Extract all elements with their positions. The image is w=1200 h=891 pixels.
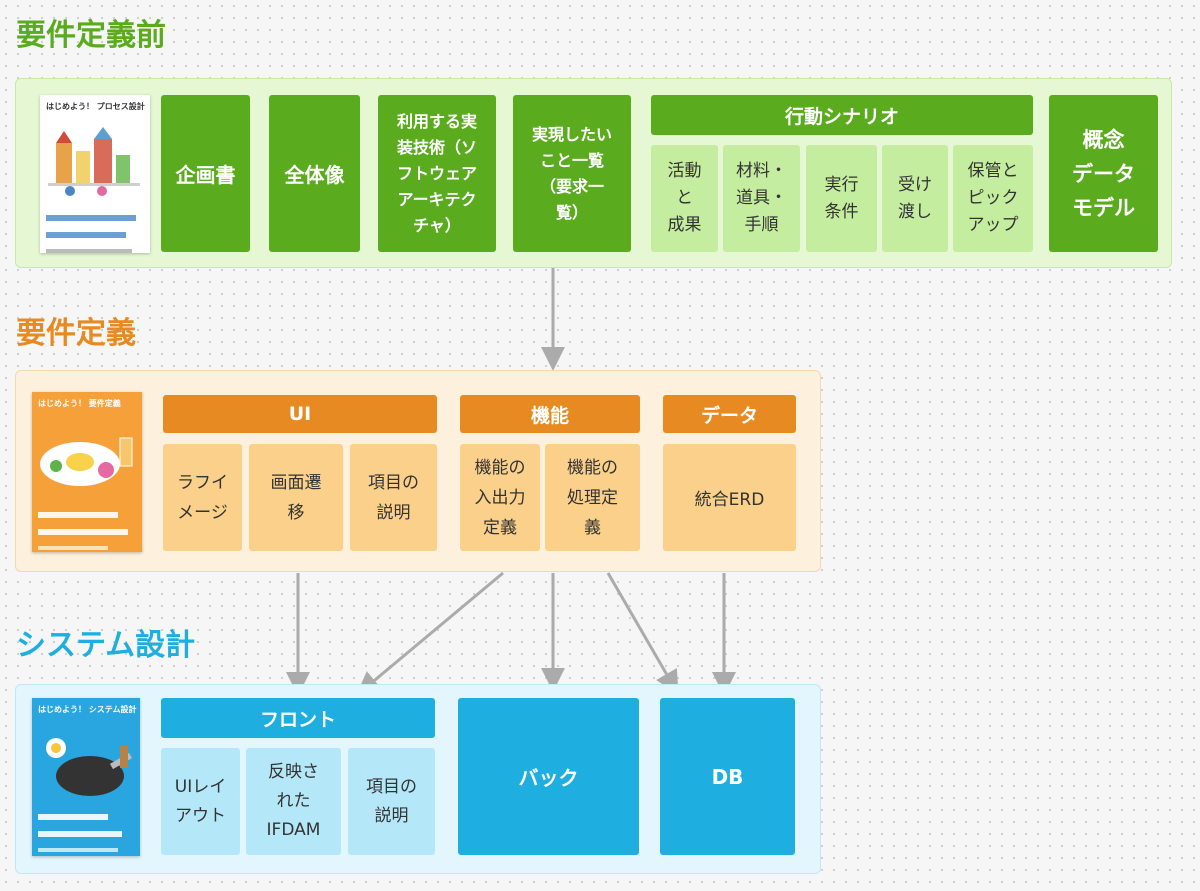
reflected-ifdam-box: 反映さ れた IFDAM xyxy=(246,748,341,855)
scenario-item-materials: 材料・ 道具・ 手順 xyxy=(723,145,800,252)
back-box: バック xyxy=(458,698,639,855)
system-design-book-cover: はじめよう！ システム設計 xyxy=(32,698,140,856)
requirements-list-box: 実現したい こと一覧 （要求一 覧） xyxy=(513,95,631,252)
front-group-header: フロント xyxy=(161,698,435,738)
scenario-item-activity: 活動 と 成果 xyxy=(651,145,718,252)
db-box: DB xyxy=(660,698,795,855)
system-design-heading: システム設計 xyxy=(16,628,196,663)
book-title: はじめよう！ 要件定義 xyxy=(38,399,121,408)
data-group-header: データ xyxy=(663,395,796,433)
plate-illustration xyxy=(40,437,133,486)
screen-transition-box: 画面遷 移 xyxy=(249,444,343,551)
scenario-item-conditions: 実行 条件 xyxy=(806,145,877,252)
requirements-book-cover: はじめよう！ 要件定義 xyxy=(32,392,142,552)
book-title: はじめよう！ プロセス設計 xyxy=(46,102,145,111)
ui-layout-box: UIレイ アウト xyxy=(161,748,240,855)
frying-pan-illustration xyxy=(46,738,133,796)
implementation-tech-box: 利用する実 装技術（ソ フトウェア アーキテク チャ） xyxy=(378,95,496,252)
scenario-item-storage: 保管と ピック アップ xyxy=(953,145,1033,252)
requirements-heading: 要件定義 xyxy=(16,316,136,351)
function-io-box: 機能の 入出力 定義 xyxy=(460,444,540,551)
ui-group-header: UI xyxy=(163,395,437,433)
book-blurb xyxy=(46,207,146,253)
function-process-box: 機能の 処理定 義 xyxy=(545,444,640,551)
arrow-io-to-front xyxy=(356,571,504,696)
scenario-header: 行動シナリオ xyxy=(651,95,1033,135)
integrated-erd-box: 統合ERD xyxy=(663,444,796,551)
scenario-item-handover: 受け 渡し xyxy=(882,145,948,252)
rough-image-box: ラフイ メージ xyxy=(163,444,242,551)
kinou-group-header: 機能 xyxy=(460,395,640,433)
arrow-process-to-db xyxy=(606,572,679,695)
process-design-book-cover: はじめよう！ プロセス設計 xyxy=(40,95,150,253)
item-description-box: 項目の 説明 xyxy=(350,444,437,551)
book-title: はじめよう！ システム設計 xyxy=(38,705,137,714)
zentai-box: 全体像 xyxy=(269,95,360,252)
book-blurb xyxy=(38,504,138,550)
book-blurb xyxy=(38,806,138,852)
pre-requirements-heading: 要件定義前 xyxy=(16,18,166,53)
toy-blocks-illustration xyxy=(48,127,140,196)
kikaku-box: 企画書 xyxy=(161,95,250,252)
front-item-description-box: 項目の 説明 xyxy=(348,748,435,855)
conceptual-data-model-box: 概念 データ モデル xyxy=(1049,95,1158,252)
